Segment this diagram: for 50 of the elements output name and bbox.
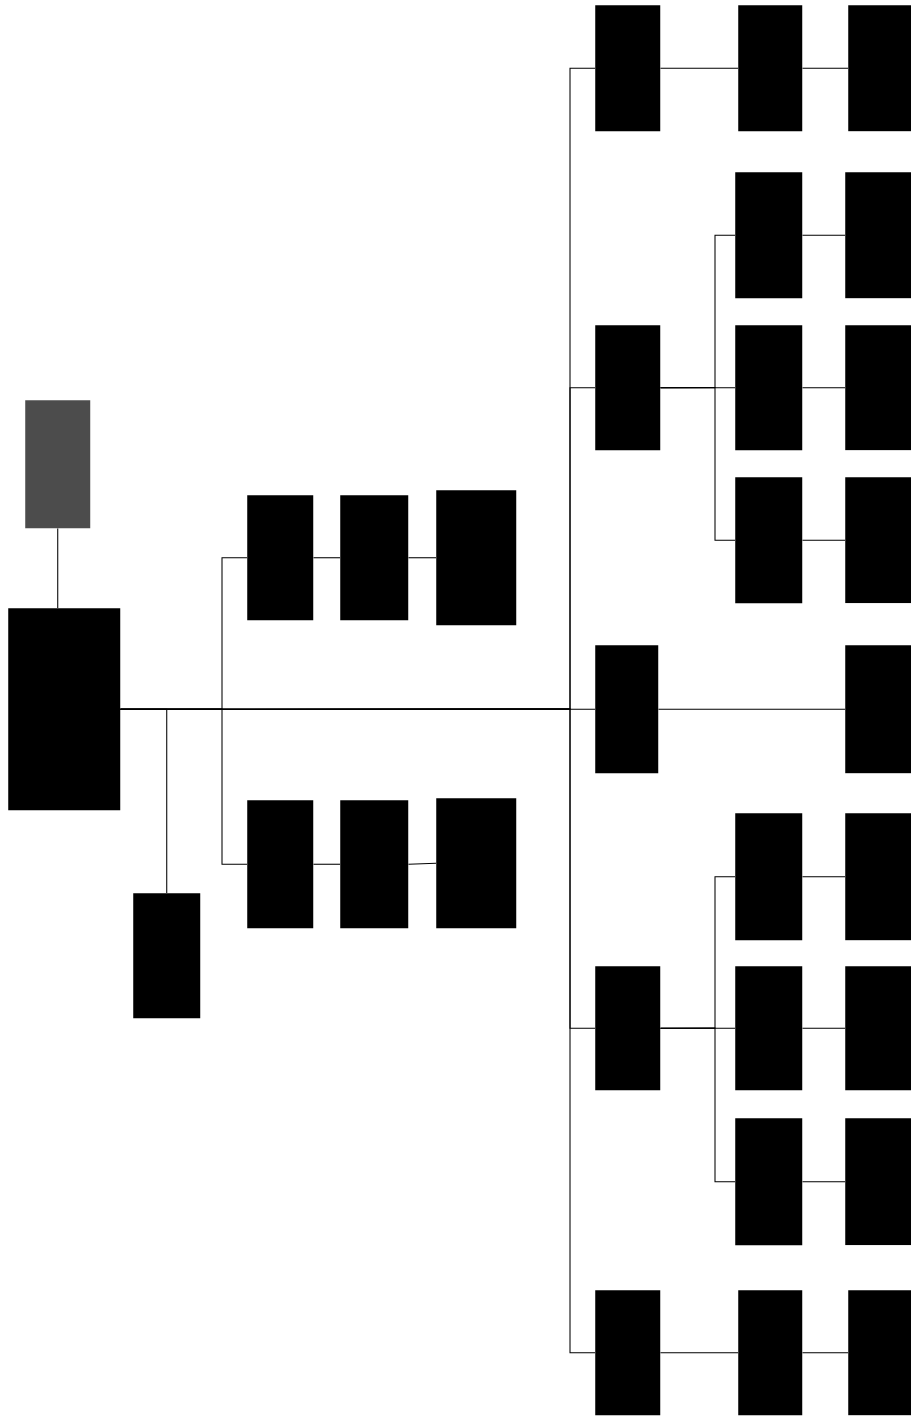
box (595, 1290, 661, 1416)
box (436, 798, 517, 929)
box (845, 966, 911, 1091)
box (436, 490, 517, 626)
connector-line (407, 862, 437, 865)
connector-line (801, 387, 846, 389)
box (133, 893, 201, 1019)
connector-line (801, 1181, 846, 1183)
box (735, 813, 803, 941)
connector-line (801, 234, 846, 236)
connector-line (801, 1352, 849, 1354)
box (8, 608, 121, 811)
connector-line (659, 67, 739, 69)
connector-line (119, 708, 596, 1354)
box (845, 172, 911, 299)
box (735, 172, 803, 299)
box (845, 1118, 911, 1246)
box (848, 1290, 911, 1416)
box (595, 325, 661, 451)
box (845, 477, 911, 604)
box (845, 813, 911, 941)
box (735, 477, 803, 604)
connector-line (407, 557, 437, 559)
box (845, 325, 911, 451)
box (735, 325, 803, 451)
box (340, 495, 409, 621)
connector-line (657, 708, 846, 710)
box (25, 400, 91, 529)
connector-line (659, 387, 736, 541)
box (247, 495, 314, 621)
connector-line (801, 539, 846, 541)
box (738, 5, 803, 132)
connector-line (801, 1027, 846, 1029)
box (735, 966, 803, 1091)
box (595, 645, 659, 774)
box (738, 1290, 803, 1416)
box (595, 966, 661, 1091)
connector-line (312, 557, 341, 559)
box (845, 645, 911, 774)
connector-line (659, 1352, 739, 1354)
box (848, 5, 911, 132)
connector-line (801, 67, 849, 69)
box (247, 800, 314, 929)
connector-line (801, 876, 846, 878)
box (340, 800, 409, 929)
box (735, 1118, 803, 1246)
connector-line (659, 1027, 736, 1183)
connector-line (57, 527, 59, 609)
connector-line (312, 863, 341, 865)
box (595, 5, 661, 132)
